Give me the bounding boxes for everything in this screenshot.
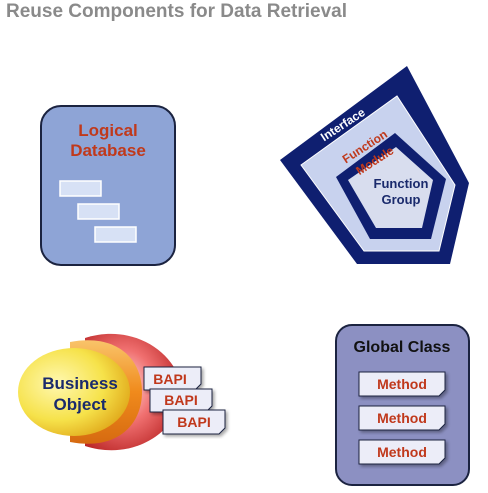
function-group-label-line2: Group — [382, 192, 421, 207]
bapi-card-2: BAPI — [149, 388, 213, 413]
logical-database-label-line1: Logical — [78, 121, 138, 140]
page-title: Reuse Components for Data Retrieval — [6, 1, 348, 22]
database-record-2 — [77, 203, 120, 220]
function-group-label-line1: Function — [374, 176, 429, 191]
business-object: Business Object BAPI BAPI BAPI — [18, 333, 226, 451]
function-group-diagram: Interface Function Module Function Group — [280, 66, 469, 264]
method-card-3: Method — [358, 439, 446, 465]
bapi-label-2: BAPI — [164, 392, 197, 408]
database-record-3 — [94, 226, 137, 243]
database-record-1 — [59, 180, 102, 197]
method-card-1: Method — [358, 371, 446, 397]
bapi-card-1: BAPI — [143, 366, 202, 391]
logical-database: Logical Database — [40, 105, 176, 266]
function-group-core — [348, 147, 433, 228]
logical-database-label-line2: Database — [70, 141, 146, 160]
bapi-card-3: BAPI — [162, 409, 226, 435]
method-label-1: Method — [377, 376, 427, 392]
global-class-title: Global Class — [354, 339, 451, 356]
business-object-label-line2: Object — [54, 395, 107, 414]
global-class: Global Class Method Method Method — [335, 324, 470, 486]
method-card-2: Method — [358, 405, 446, 431]
bapi-label-3: BAPI — [177, 414, 210, 430]
business-object-core — [18, 348, 130, 436]
method-label-3: Method — [377, 444, 427, 460]
bapi-label-1: BAPI — [153, 371, 186, 387]
business-object-label-line1: Business — [42, 374, 118, 393]
method-label-2: Method — [377, 410, 427, 426]
